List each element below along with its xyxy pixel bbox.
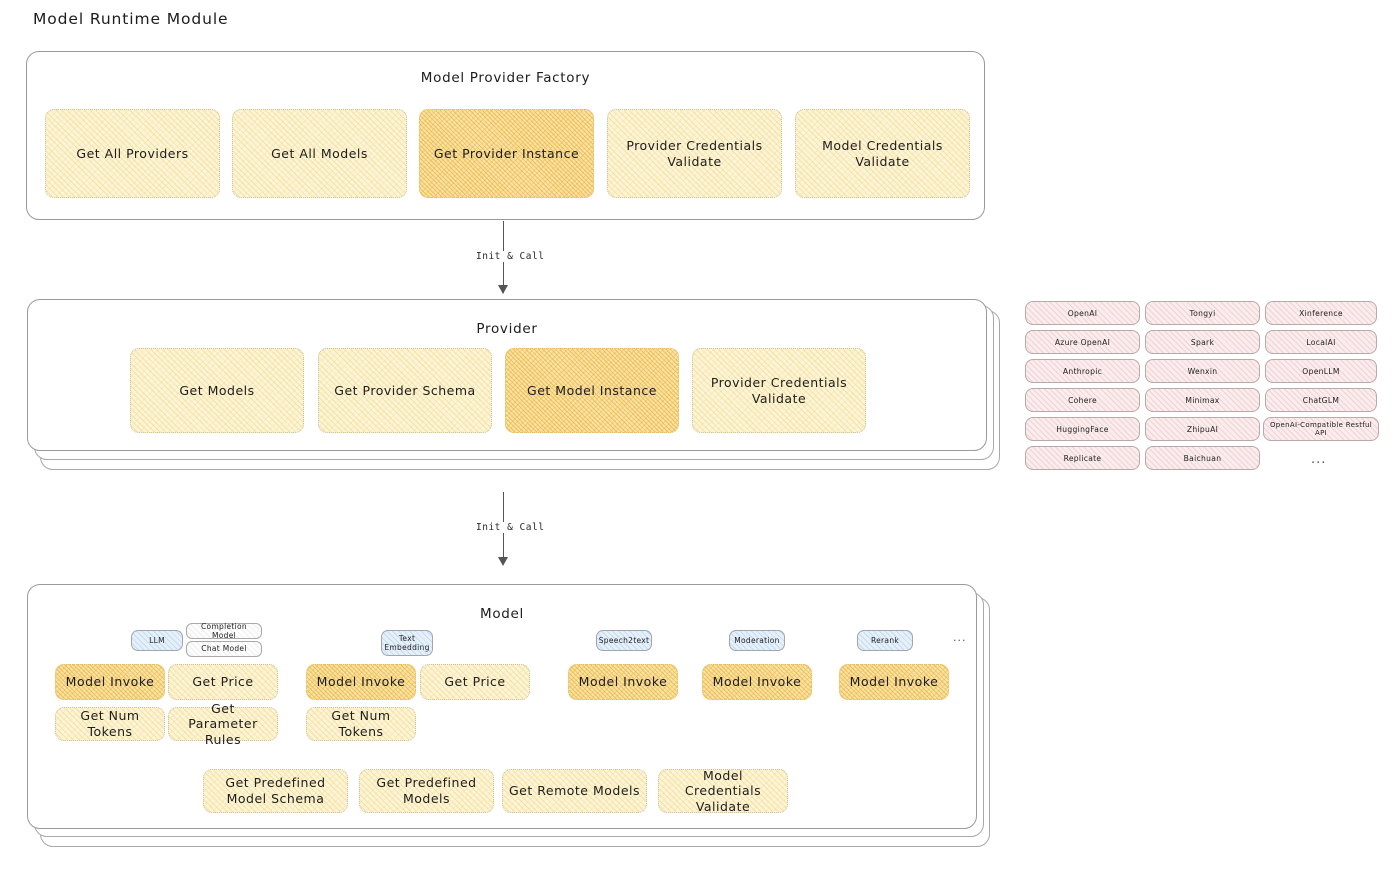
node-llm-get-price[interactable]: Get Price [168, 664, 278, 700]
node-llm-get-parameter-rules[interactable]: Get Parameter Rules [168, 701, 278, 747]
provider-pill-replicate[interactable]: Replicate [1025, 446, 1140, 470]
provider-pill-spark[interactable]: Spark [1145, 330, 1260, 354]
model-type-pill-text-embedding[interactable]: Text Embedding [381, 630, 433, 656]
provider-pill-openllm[interactable]: OpenLLM [1265, 359, 1377, 383]
arrow-provider-to-model-head [498, 557, 508, 566]
page-title: Model Runtime Module [33, 10, 229, 28]
panel-model-provider-factory: Model Provider Factory Get All Providers… [26, 51, 985, 220]
node-get-predefined-model-schema[interactable]: Get Predefined Model Schema [203, 769, 348, 813]
model-type-pill-speech2text[interactable]: Speech2text [596, 630, 652, 651]
node-get-provider-schema[interactable]: Get Provider Schema [318, 348, 492, 433]
node-model-credentials-validate-3[interactable]: Model Credentials Validate [658, 768, 788, 814]
model-type-pill-moderation[interactable]: Moderation [729, 630, 785, 651]
provider-pill-huggingface[interactable]: HuggingFace [1025, 417, 1140, 441]
node-model-credentials-validate[interactable]: Model Credentials Validate [795, 109, 970, 198]
node-moderation-model-invoke[interactable]: Model Invoke [702, 664, 812, 700]
provider-pill-wenxin[interactable]: Wenxin [1145, 359, 1260, 383]
provider-title: Provider [476, 321, 538, 337]
node-speech2text-model-invoke[interactable]: Model Invoke [568, 664, 678, 700]
node-text-embedding-model-invoke[interactable]: Model Invoke [306, 664, 416, 700]
arrow-factory-to-provider-head [498, 285, 508, 294]
provider-pill-chatglm[interactable]: ChatGLM [1265, 388, 1377, 412]
provider-pill-localai[interactable]: LocalAI [1265, 330, 1377, 354]
node-get-model-instance[interactable]: Get Model Instance [505, 348, 679, 433]
node-get-all-providers[interactable]: Get All Providers [45, 109, 220, 198]
arrow-label-init-call-2: Init & Call [472, 522, 549, 533]
factory-title: Model Provider Factory [420, 70, 591, 86]
node-get-provider-instance[interactable]: Get Provider Instance [419, 109, 594, 198]
node-llm-get-num-tokens[interactable]: Get Num Tokens [55, 707, 165, 741]
model-title: Model [479, 606, 525, 622]
provider-pill-openai-compatible-restful-api[interactable]: OpenAI-Compatible Restful API [1263, 417, 1379, 441]
provider-pill-openai[interactable]: OpenAI [1025, 301, 1140, 325]
model-types-more: ... [953, 631, 967, 644]
node-get-all-models[interactable]: Get All Models [232, 109, 407, 198]
node-provider-credentials-validate[interactable]: Provider Credentials Validate [607, 109, 782, 198]
provider-pill-minimax[interactable]: Minimax [1145, 388, 1260, 412]
model-subtype-completion-model[interactable]: Completion Model [186, 622, 262, 640]
provider-list-more: ... [1311, 452, 1327, 467]
node-get-models[interactable]: Get Models [130, 348, 304, 433]
provider-pill-tongyi[interactable]: Tongyi [1145, 301, 1260, 325]
node-rerank-model-invoke[interactable]: Model Invoke [839, 664, 949, 700]
model-subtype-chat-model[interactable]: Chat Model [186, 641, 262, 657]
provider-pill-baichuan[interactable]: Baichuan [1145, 446, 1260, 470]
node-llm-model-invoke[interactable]: Model Invoke [55, 664, 165, 700]
node-text-embedding-get-price[interactable]: Get Price [420, 664, 530, 700]
panel-model: Model LLM Completion Model Chat Model Te… [27, 584, 977, 829]
provider-pill-zhipuai[interactable]: ZhipuAI [1145, 417, 1260, 441]
node-get-predefined-models[interactable]: Get Predefined Models [359, 769, 494, 813]
model-type-pill-rerank[interactable]: Rerank [857, 630, 913, 651]
provider-pill-xinference[interactable]: Xinference [1265, 301, 1377, 325]
provider-pill-anthropic[interactable]: Anthropic [1025, 359, 1140, 383]
node-text-embedding-get-num-tokens[interactable]: Get Num Tokens [306, 707, 416, 741]
provider-pill-azure-openai[interactable]: Azure OpenAI [1025, 330, 1140, 354]
provider-pill-cohere[interactable]: Cohere [1025, 388, 1140, 412]
arrow-label-init-call-1: Init & Call [472, 251, 549, 262]
node-get-remote-models[interactable]: Get Remote Models [502, 769, 647, 813]
panel-provider: Provider Get Models Get Provider Schema … [27, 299, 987, 451]
node-provider-credentials-validate-2[interactable]: Provider Credentials Validate [692, 348, 866, 433]
model-type-pill-llm[interactable]: LLM [131, 630, 183, 651]
